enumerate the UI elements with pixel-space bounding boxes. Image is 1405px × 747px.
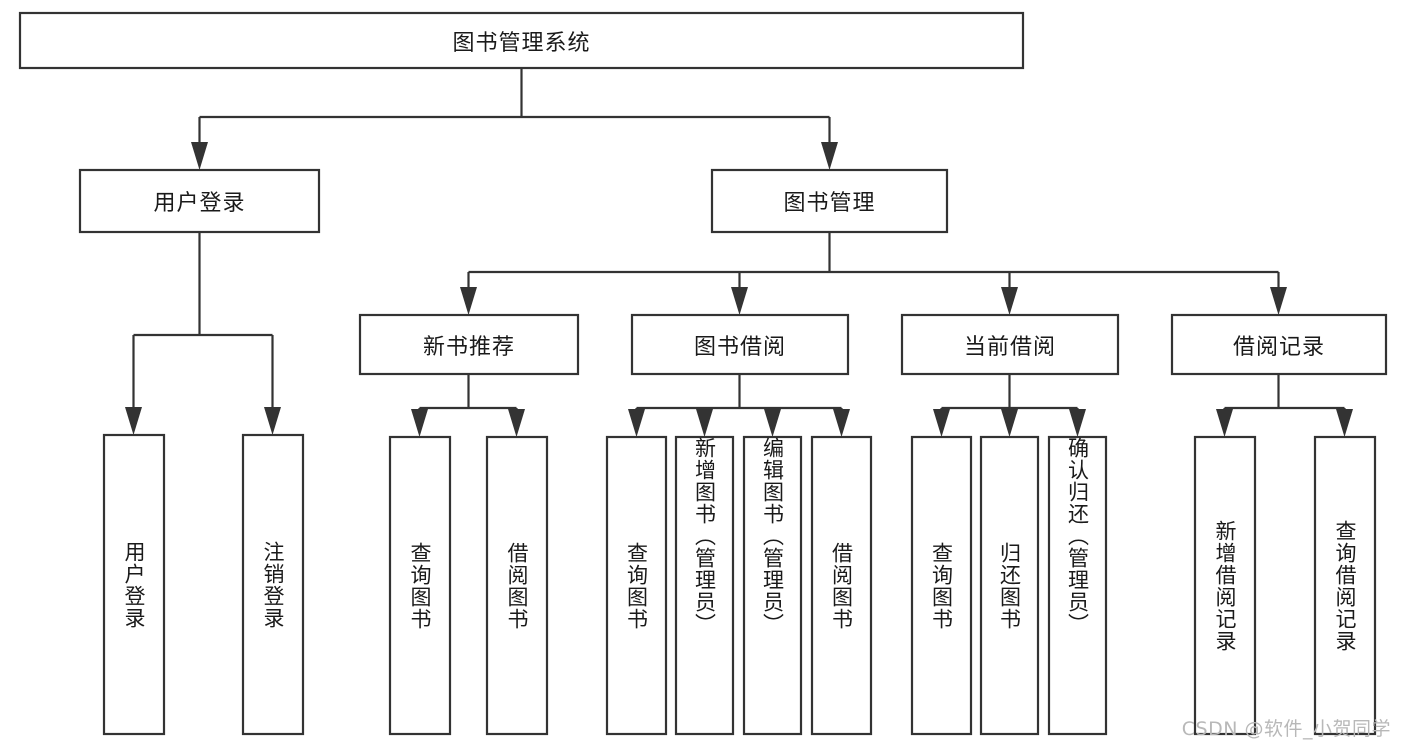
node-box-leaf-query-book-1[interactable] (388, 435, 452, 736)
node-box-leaf-query-book-3[interactable] (910, 435, 973, 736)
csdn-watermark: CSDN @软件_小贺同学 (1181, 718, 1391, 740)
arrowhead-leaf-query-book-1 (411, 409, 428, 437)
node-box-leaf-add-book[interactable] (674, 435, 735, 736)
arrowhead-leaf-add-book (696, 409, 713, 437)
arrowhead-leaf-return-book (1001, 409, 1018, 437)
arrowhead-leaf-confirm-return (1069, 409, 1086, 437)
nodes-group (18, 11, 1388, 736)
node-box-root[interactable] (18, 11, 1025, 70)
arrowhead-user-login (191, 142, 208, 170)
edges-group (125, 68, 1353, 437)
node-box-leaf-add-record[interactable] (1193, 435, 1257, 736)
node-box-leaf-return-book[interactable] (979, 435, 1040, 736)
arrowhead-leaf-add-record (1216, 409, 1233, 437)
arrowhead-book-manage (821, 142, 838, 170)
node-box-leaf-logout[interactable] (241, 433, 305, 736)
arrowhead-leaf-borrow-book-1 (508, 409, 525, 437)
arrowhead-leaf-edit-book (764, 409, 781, 437)
arrowhead-leaf-borrow-book-2 (833, 409, 850, 437)
arrowhead-leaf-logout (264, 407, 281, 435)
arrowhead-book-borrow (731, 287, 748, 315)
arrowhead-leaf-query-book-2 (628, 409, 645, 437)
node-box-leaf-borrow-book-1[interactable] (485, 435, 549, 736)
node-box-leaf-borrow-book-2[interactable] (810, 435, 873, 736)
node-box-leaf-user-login[interactable] (102, 433, 166, 736)
arrowhead-current-borrow (1001, 287, 1018, 315)
node-box-current-borrow[interactable] (900, 313, 1120, 376)
node-box-leaf-edit-book[interactable] (742, 435, 803, 736)
arrowhead-leaf-query-record (1336, 409, 1353, 437)
arrowhead-leaf-user-login (125, 407, 142, 435)
node-box-book-manage[interactable] (710, 168, 949, 234)
node-box-leaf-query-book-2[interactable] (605, 435, 668, 736)
node-box-leaf-confirm-return[interactable] (1047, 435, 1108, 736)
arrowhead-new-book-rec (460, 287, 477, 315)
node-box-borrow-record[interactable] (1170, 313, 1388, 376)
node-box-leaf-query-record[interactable] (1313, 435, 1377, 736)
node-box-user-login[interactable] (78, 168, 321, 234)
arrowhead-leaf-query-book-3 (933, 409, 950, 437)
node-box-book-borrow[interactable] (630, 313, 850, 376)
arrowhead-borrow-record (1270, 287, 1287, 315)
node-box-new-book-rec[interactable] (358, 313, 580, 376)
